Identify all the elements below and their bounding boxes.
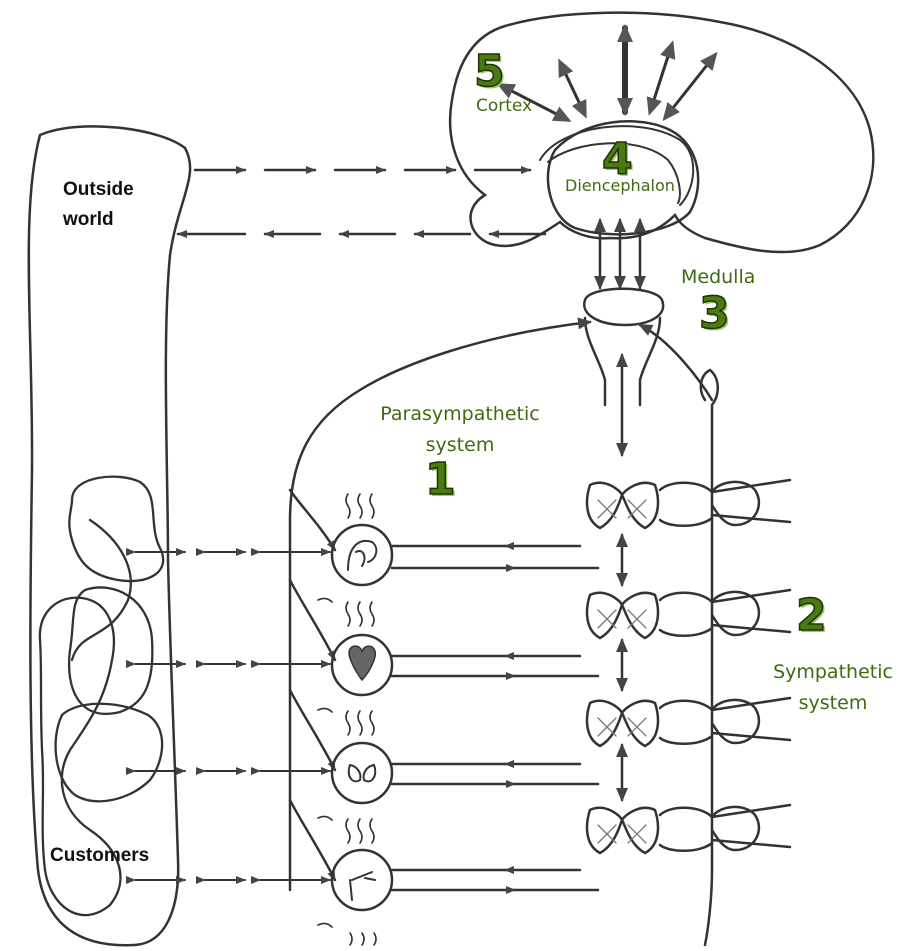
customers-label: Customers [50, 846, 149, 865]
medulla-number: 3 [699, 292, 730, 336]
cortex-number: 5 [474, 50, 505, 94]
sympathetic-number: 2 [796, 594, 827, 638]
medulla-shape [584, 289, 663, 405]
cortex-label: Cortex [476, 98, 532, 115]
sympathetic-label-line1: Sympathetic [758, 663, 908, 682]
sympathetic-label-line2: system [758, 694, 908, 713]
parasympathetic-number: 1 [425, 458, 456, 502]
sympathetic-label: Sympathetic system [758, 663, 908, 713]
outside-world-label-line2: world [63, 210, 134, 229]
sympathetic-chain [701, 370, 718, 945]
outside-world-label-line1: Outside [63, 180, 134, 199]
parasympathetic-label-line1: Parasympathetic [374, 405, 546, 424]
muscle-icon [332, 525, 392, 585]
kidneys-icon [332, 743, 392, 803]
diencephalon-label: Diencephalon [565, 178, 675, 194]
parasympathetic-label: Parasympathetic system [374, 405, 546, 455]
parasympathetic-label-line2: system [374, 436, 546, 455]
gland-icon [332, 850, 392, 910]
medulla-label: Medulla [681, 268, 755, 287]
outside-world-label: Outside world [63, 180, 134, 229]
